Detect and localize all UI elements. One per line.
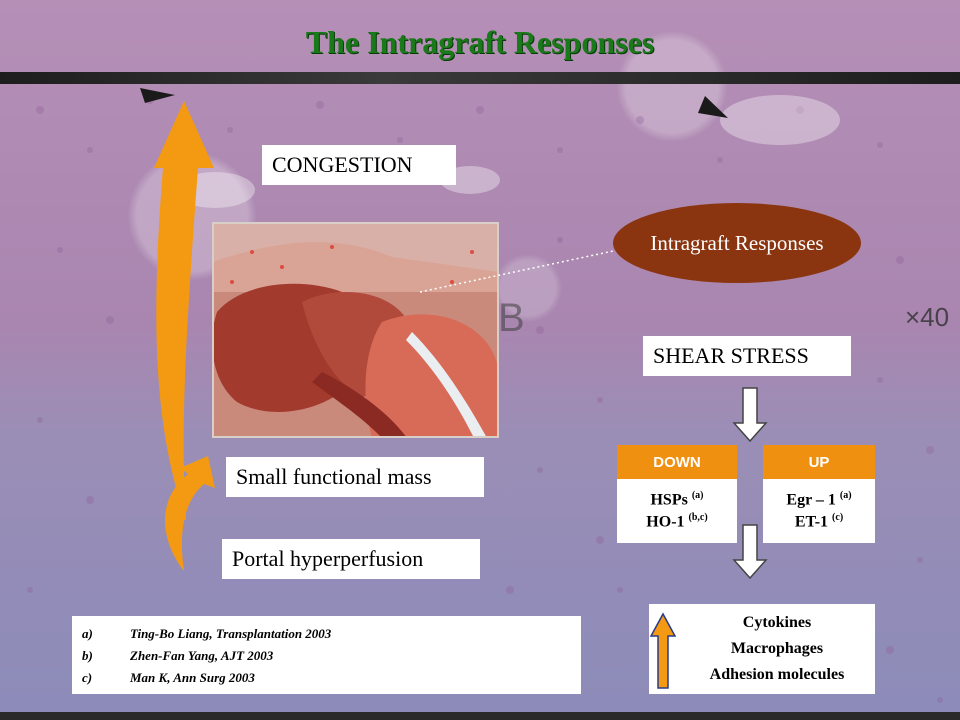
references-box: a) Ting-Bo Liang, Transplantation 2003 b… — [72, 616, 581, 694]
congestion-label: CONGESTION — [262, 145, 456, 185]
down-item-ho1-ref: (b,c) — [688, 512, 708, 523]
result-adhesion-molecules: Adhesion molecules — [709, 666, 845, 683]
intragraft-responses-ellipse: Intragraft Responses — [613, 203, 861, 283]
up-item-et1-ref: (c) — [832, 512, 844, 523]
large-curved-arrow-inner-icon — [156, 190, 186, 518]
up-item-egr1: Egr – 1 — [786, 491, 836, 509]
reference-text: Zhen-Fan Yang, AJT 2003 — [130, 648, 274, 663]
slide-title: The Intragraft Responses — [305, 24, 655, 60]
micrograph-magnification: ×40 — [905, 302, 950, 332]
result-macrophages: Macrophages — [730, 640, 824, 657]
small-curved-arrow-icon — [165, 456, 215, 571]
down-arrow-icon-upper — [732, 387, 768, 443]
reference-text: Man K, Ann Surg 2003 — [130, 670, 255, 685]
liver-photo — [212, 222, 499, 438]
down-list: HSPs (a) HO-1 (b,c) — [617, 479, 737, 543]
down-item-hsps-ref: (a) — [691, 490, 704, 501]
down-header: DOWN — [617, 445, 737, 479]
micrograph-letter: B — [498, 296, 525, 340]
triangle-marker-left — [140, 88, 175, 103]
up-item-et1: ET-1 — [794, 513, 829, 531]
reference-text: Ting-Bo Liang, Transplantation 2003 — [130, 626, 332, 641]
result-cytokines: Cytokines — [742, 614, 812, 631]
small-functional-mass-label: Small functional mass — [226, 457, 484, 497]
up-header: UP — [763, 445, 875, 479]
reference-label: b) — [82, 648, 93, 663]
up-arrow-icon — [649, 612, 677, 689]
down-arrow-icon-lower — [732, 524, 768, 580]
up-list: Egr – 1 (a) ET-1 (c) — [763, 479, 875, 543]
shear-stress-label: SHEAR STRESS — [643, 336, 851, 376]
reference-label: a) — [82, 626, 93, 641]
down-item-hsps: HSPs — [650, 491, 688, 509]
up-item-egr1-ref: (a) — [839, 490, 852, 501]
result-box: Cytokines Macrophages Adhesion molecules — [649, 604, 875, 694]
top-divider-bar — [0, 72, 960, 84]
liver-photo-illustration — [214, 224, 497, 436]
triangle-marker-right — [698, 96, 728, 118]
bottom-bar — [0, 712, 960, 720]
down-item-ho1: HO-1 — [646, 513, 685, 531]
portal-hyperperfusion-label: Portal hyperperfusion — [222, 539, 480, 579]
reference-label: c) — [82, 670, 93, 685]
